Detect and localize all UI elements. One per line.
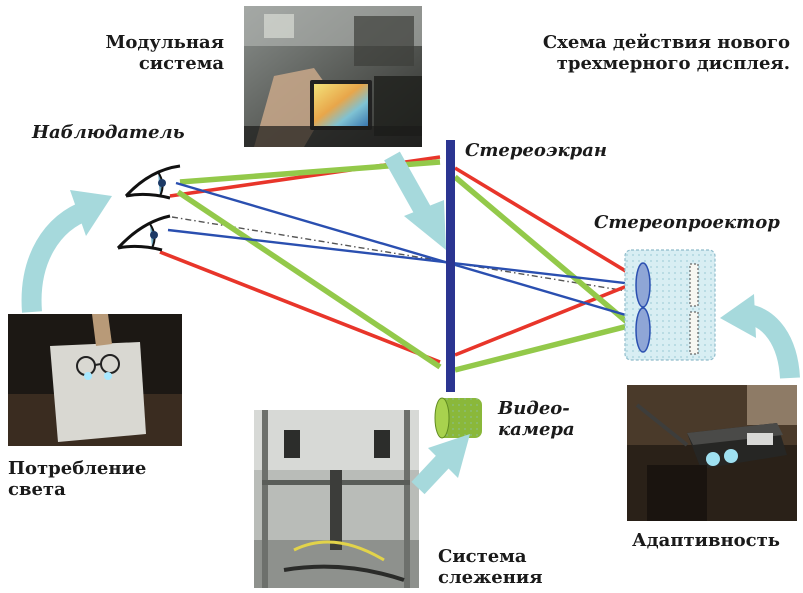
green-beam-4 <box>454 320 641 373</box>
adaptivity-label: Адаптивность <box>632 530 781 551</box>
stereo-screen-bar <box>446 140 455 392</box>
blue-beams <box>167 181 695 337</box>
arrow-to-screen-icon <box>384 151 446 250</box>
modular-system-label: Модульная система <box>105 32 225 74</box>
glasses-card-image <box>8 314 182 446</box>
green-beam-2 <box>176 189 442 370</box>
observer-label: Наблюдатель <box>32 122 185 143</box>
stereo-projector-label: Стереопроектор <box>594 212 780 233</box>
modular-system-photo <box>244 6 422 147</box>
projector-lens-top <box>635 262 651 308</box>
observer-eyes <box>116 164 181 252</box>
video-camera-icon <box>434 397 482 439</box>
scheme-title: Схема действия нового трехмерного диспле… <box>542 32 790 74</box>
camera-rig-image <box>254 410 419 588</box>
video-camera-label: Видео- камера <box>498 398 575 440</box>
lab-scene-image <box>244 6 422 147</box>
arrow-to-projector-icon <box>720 294 800 379</box>
red-beam-2 <box>159 250 441 364</box>
adaptivity-photo <box>627 385 797 521</box>
projector-lens-bottom <box>635 307 651 353</box>
light-consumption-label: Потребление света <box>8 458 147 500</box>
green-beam-3 <box>453 174 642 336</box>
blue-beam-1 <box>175 181 695 337</box>
projector-slide-top <box>689 263 699 307</box>
arrow-to-observer-icon <box>21 190 112 313</box>
stereo-projector <box>624 249 716 361</box>
projector-image <box>627 385 797 521</box>
eye-top-icon <box>124 164 181 200</box>
light-consumption-photo <box>8 314 182 446</box>
optical-axis-line <box>171 216 701 304</box>
arrow-to-camera-icon <box>411 434 470 495</box>
eye-bottom-icon <box>116 214 171 252</box>
blue-beam-2 <box>167 228 695 293</box>
stereo-screen-label: Стереоэкран <box>465 140 608 161</box>
projector-slide-bottom <box>689 311 699 355</box>
tracking-system-photo <box>254 410 419 588</box>
tracking-system-label: Система слежения <box>438 546 543 588</box>
pointer-arrows <box>21 151 800 495</box>
